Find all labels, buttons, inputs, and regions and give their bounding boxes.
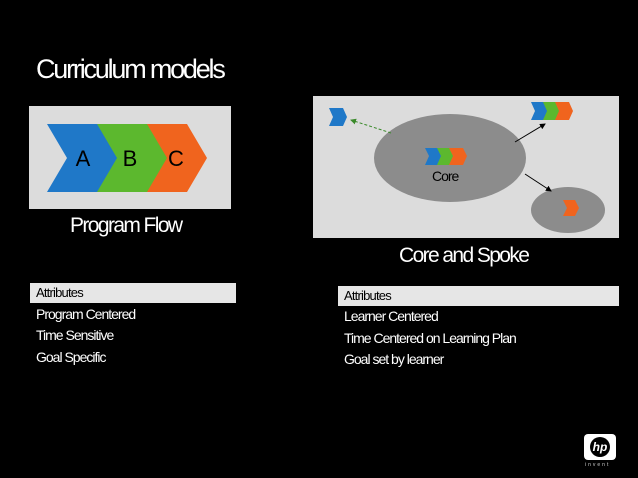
chevron-c-label: C — [168, 146, 184, 171]
program-flow-diagram: A B C — [29, 106, 231, 209]
slide-title: Curriculum models — [36, 54, 226, 84]
core-chevron-orange — [449, 148, 467, 165]
spoke-chevron-small-orange — [563, 200, 579, 216]
core-spoke-caption: Core and Spoke — [399, 244, 530, 267]
arrow-to-top-right — [514, 123, 546, 143]
core-spoke-attributes-header: Attributes — [338, 286, 619, 306]
chevron-flow-graphic — [47, 124, 207, 192]
chevron-c — [147, 124, 207, 192]
program-flow-caption: Program Flow — [70, 214, 183, 237]
spoke-chevron-orange — [555, 102, 573, 120]
core-spoke-attribute-2: Time Centered on Learning Plan — [344, 330, 517, 346]
core-label: Core — [432, 168, 459, 184]
standalone-chevron-blue — [329, 108, 347, 126]
program-flow-attribute-2: Time Sensitive — [36, 327, 114, 343]
program-flow-attribute-3: Goal Specific — [36, 349, 106, 365]
core-spoke-attribute-1: Learner Centered — [344, 308, 439, 324]
svg-text:hp: hp — [593, 440, 608, 454]
program-flow-attribute-1: Program Centered — [36, 306, 136, 322]
chevron-b-label: B — [122, 146, 138, 171]
core-spoke-diagram: Core — [313, 96, 619, 238]
core-chevron-green — [437, 148, 455, 165]
core-spoke-graphic — [329, 102, 605, 233]
chevron-a-label: A — [75, 146, 91, 171]
spoke-chevron-green — [543, 102, 561, 120]
core-chevron-blue — [425, 148, 443, 165]
arrow-to-spoke — [524, 173, 552, 192]
arrow-to-left-dashed — [350, 118, 392, 134]
spoke-chevron-blue — [531, 102, 549, 120]
core-spoke-attribute-3: Goal set by learner — [344, 351, 444, 367]
hp-logo: hp — [584, 434, 616, 460]
program-flow-attributes-header: Attributes — [30, 283, 236, 303]
hp-logo-tagline: invent — [585, 462, 611, 468]
